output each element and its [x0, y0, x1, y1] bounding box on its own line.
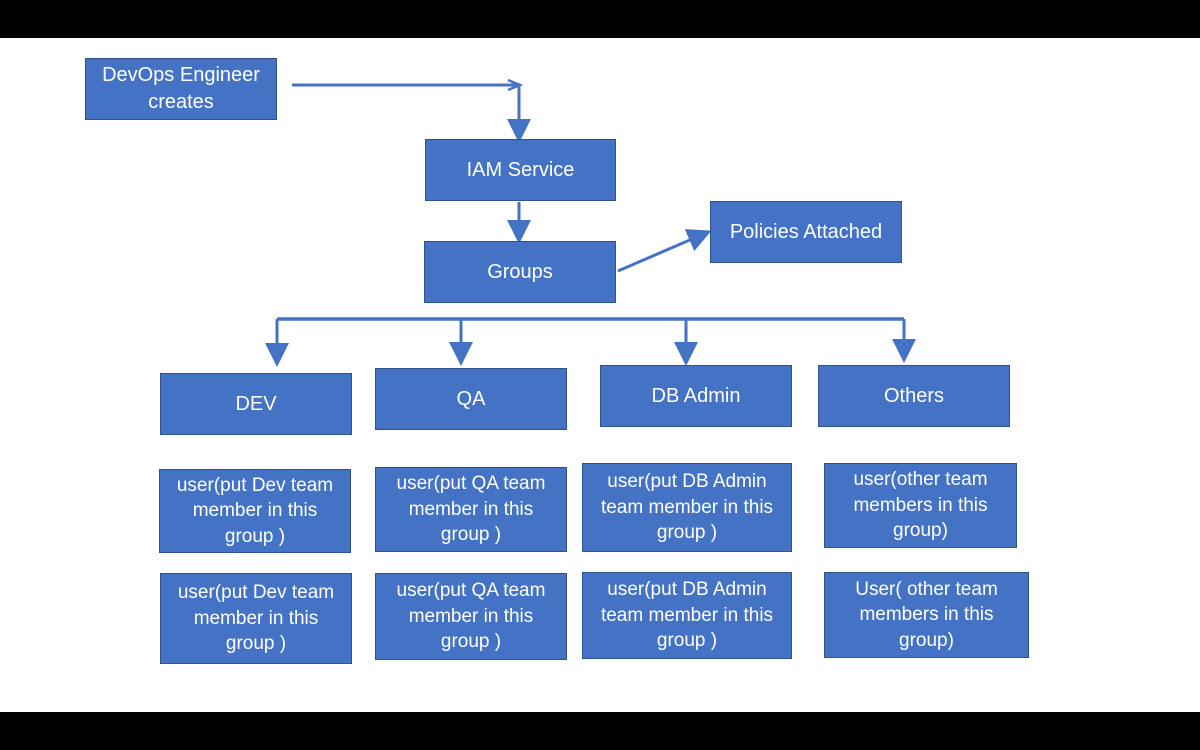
node-group-dbadmin-label: DB Admin	[651, 384, 741, 407]
node-qa-user-2: user(put QA team member in this group )	[375, 573, 567, 660]
node-group-qa-label: QA	[456, 387, 486, 410]
node-qa-user-1-label: user(put QA team member in this group )	[396, 473, 546, 546]
node-dev-user-1: user(put Dev team member in this group )	[159, 469, 351, 553]
node-groups: Groups	[424, 241, 616, 303]
node-group-dbadmin: DB Admin	[600, 365, 792, 427]
node-others-user-2: User( other team members in this group)	[824, 572, 1029, 658]
node-devops-engineer: DevOps Engineer creates	[85, 58, 277, 120]
node-dbadmin-user-1: user(put DB Admin team member in this gr…	[582, 463, 792, 552]
top-letterbox-bar	[0, 0, 1200, 38]
node-others-user-1-label: user(other team members in this group)	[853, 469, 988, 542]
node-dbadmin-user-1-label: user(put DB Admin team member in this gr…	[600, 471, 774, 544]
node-qa-user-2-label: user(put QA team member in this group )	[396, 580, 546, 653]
node-dev-user-2: user(put Dev team member in this group )	[160, 573, 352, 664]
node-dev-user-2-label: user(put Dev team member in this group )	[177, 582, 335, 655]
node-group-dev: DEV	[160, 373, 352, 435]
node-dbadmin-user-2-label: user(put DB Admin team member in this gr…	[600, 579, 774, 652]
node-group-others: Others	[818, 365, 1010, 427]
node-group-dev-label: DEV	[235, 392, 277, 415]
node-policies-attached-label: Policies Attached	[729, 220, 883, 243]
node-dev-user-1-label: user(put Dev team member in this group )	[176, 474, 334, 547]
bottom-letterbox-bar	[0, 712, 1200, 750]
node-iam-service: IAM Service	[425, 139, 616, 201]
node-others-user-2-label: User( other team members in this group)	[855, 578, 998, 651]
node-devops-engineer-label: DevOps Engineer creates	[102, 64, 260, 113]
node-qa-user-1: user(put QA team member in this group )	[375, 467, 567, 552]
node-others-user-1: user(other team members in this group)	[824, 463, 1017, 548]
node-policies-attached: Policies Attached	[710, 201, 902, 263]
node-group-qa: QA	[375, 368, 567, 430]
node-dbadmin-user-2: user(put DB Admin team member in this gr…	[582, 572, 792, 659]
node-group-others-label: Others	[883, 384, 945, 407]
node-groups-label: Groups	[487, 260, 553, 283]
node-iam-service-label: IAM Service	[466, 158, 575, 181]
